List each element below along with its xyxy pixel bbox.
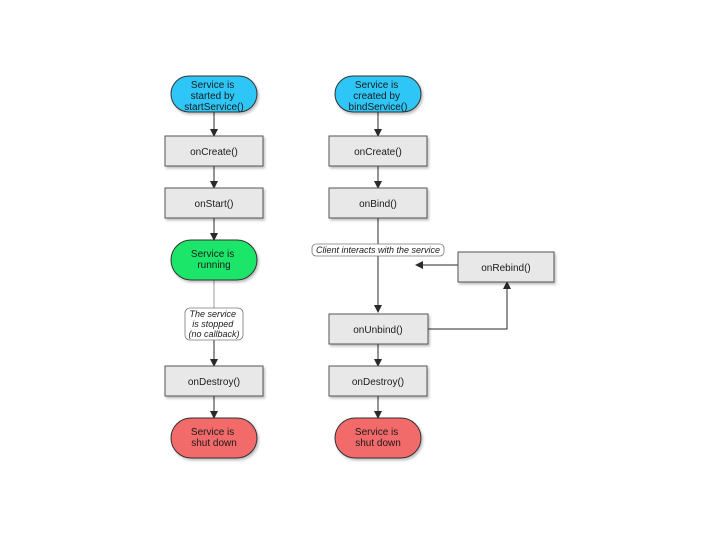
left-start-line-2: started by [191, 91, 235, 102]
running-line-1: Service is [191, 249, 234, 260]
onunbind-box: onUnbind() [328, 313, 429, 345]
svg-text:Service is started by: Service is started by startService() [184, 80, 243, 113]
onrebind-box: onRebind() [457, 251, 555, 283]
left-ondestroy-label: onDestroy() [188, 377, 240, 388]
onunbind-label: onUnbind() [353, 325, 402, 336]
left-start-node: Service is started by startService() [170, 75, 258, 113]
stopped-note-line-2: is stopped [192, 319, 234, 329]
onbind-box: onBind() [328, 187, 428, 219]
left-ondestroy-box: onDestroy() [164, 365, 264, 397]
arrow-onunbind-to-onrebind [428, 281, 511, 330]
connectors [210, 112, 511, 419]
stopped-note: The service is stopped (no callback) [184, 307, 244, 341]
svg-text:Service is shut down: Service is shut down [191, 427, 237, 449]
stopped-note-line-1: The service [189, 309, 236, 319]
right-shutdown-line-2: shut down [355, 438, 401, 449]
right-ondestroy-label: onDestroy() [352, 377, 404, 388]
right-shutdown-node: Service is shut down [334, 417, 422, 459]
left-oncreate-box: onCreate() [164, 135, 264, 167]
left-shutdown-node: Service is shut down [170, 417, 258, 459]
right-shutdown-line-1: Service is [355, 427, 398, 438]
client-interacts-label: Client interacts with the service [316, 245, 440, 255]
stopped-note-line-3: (no callback) [188, 329, 239, 339]
svg-text:Service is created by: Service is created by bindService() [349, 80, 408, 113]
left-oncreate-label: onCreate() [190, 147, 238, 158]
right-ondestroy-box: onDestroy() [328, 365, 428, 397]
onrebind-label: onRebind() [481, 263, 530, 274]
left-start-line-1: Service is [191, 80, 234, 91]
left-running-node: Service is running [170, 239, 258, 281]
svg-text:The service is stopped: The service is stopped (no callback) [188, 309, 239, 339]
onbind-label: onBind() [359, 199, 397, 210]
right-start-line-1: Service is [355, 80, 398, 91]
right-start-line-3: bindService() [349, 102, 408, 113]
svg-text:Service is shut down: Service is shut down [355, 427, 401, 449]
left-shutdown-line-1: Service is [191, 427, 234, 438]
left-onstart-label: onStart() [195, 199, 234, 210]
left-onstart-box: onStart() [164, 187, 264, 219]
right-start-line-2: created by [353, 91, 400, 102]
svg-text:Service is running: Service is running [191, 249, 237, 271]
left-start-line-3: startService() [184, 102, 243, 113]
left-shutdown-line-2: shut down [191, 438, 237, 449]
right-oncreate-box: onCreate() [328, 135, 428, 167]
running-line-2: running [197, 260, 230, 271]
right-start-node: Service is created by bindService() [334, 75, 422, 113]
client-interacts-note: Client interacts with the service [311, 243, 445, 257]
right-oncreate-label: onCreate() [354, 147, 402, 158]
